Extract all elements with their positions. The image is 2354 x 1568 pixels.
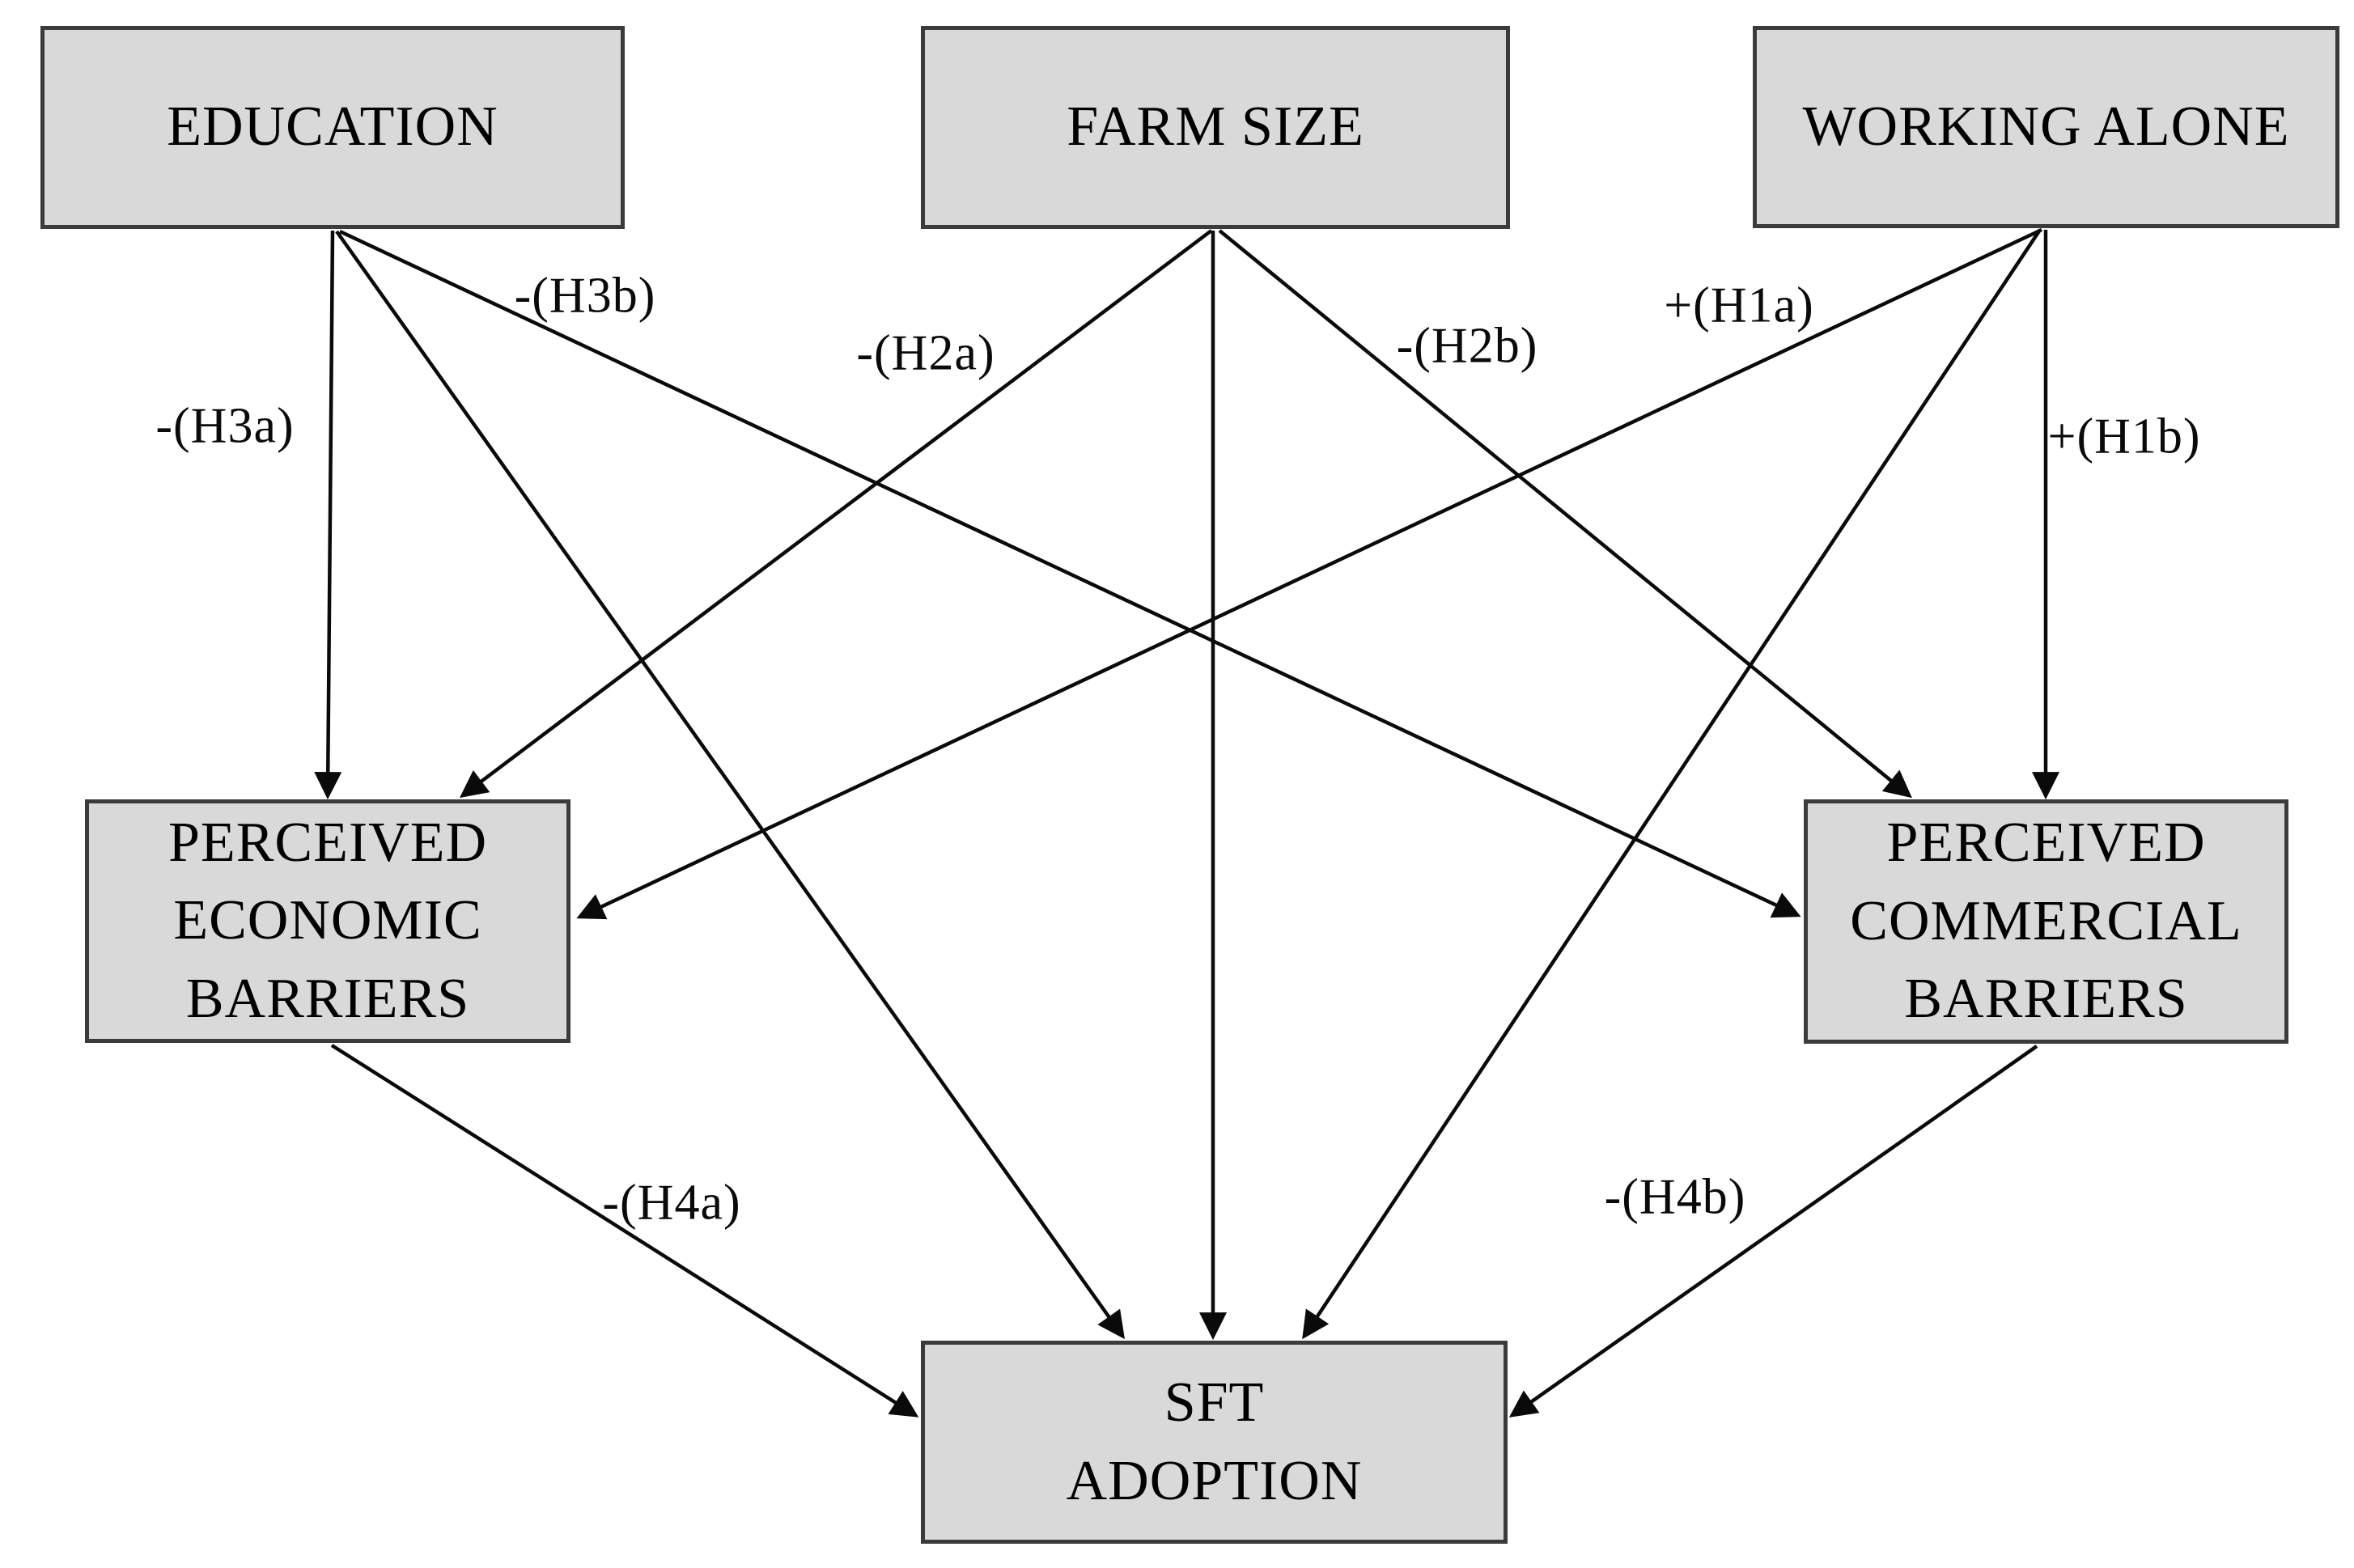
node-working-alone-label: WORKING ALONE: [1802, 95, 2290, 158]
arrow-working-alone-to-sft-adoption: [1302, 228, 2042, 1340]
arrow-working-alone-to-economic-barriers: [576, 227, 2042, 920]
node-farm-size: FARM SIZE: [921, 26, 1510, 229]
node-perceived-economic-barriers-label: PERCEIVED ECONOMIC BARRIERS: [168, 811, 487, 1030]
arrow-commercial-barriers-to-sft-adoption: [1508, 1045, 2038, 1418]
node-farm-size-label: FARM SIZE: [1067, 95, 1364, 159]
node-perceived-commercial-barriers-label: PERCEIVED COMMERCIAL BARRIERS: [1850, 812, 2242, 1031]
node-sft-adoption: SFT ADOPTION: [921, 1341, 1508, 1544]
edge-label-h3a: -(H3a): [155, 398, 295, 454]
edge-label-h3b: -(H3b): [514, 268, 656, 324]
arrow-farm-size-to-economic-barriers: [459, 229, 1213, 799]
edge-label-h4a: -(H4a): [602, 1175, 741, 1231]
node-perceived-economic-barriers: PERCEIVED ECONOMIC BARRIERS: [85, 799, 570, 1043]
edge-label-h2a: -(H2a): [856, 325, 995, 381]
node-education-label: EDUCATION: [167, 95, 498, 159]
edge-label-h1a: +(H1a): [1664, 278, 1814, 333]
node-education: EDUCATION: [40, 26, 625, 229]
node-sft-adoption-label: SFT ADOPTION: [1066, 1371, 1363, 1512]
edge-label-h1b: +(H1b): [2047, 409, 2201, 464]
arrow-economic-barriers-to-sft-adoption: [330, 1044, 919, 1418]
edge-label-h4b: -(H4b): [1604, 1169, 1746, 1225]
node-perceived-commercial-barriers: PERCEIVED COMMERCIAL BARRIERS: [1804, 799, 2288, 1044]
arrow-farm-size-to-commercial-barriers: [1218, 229, 1912, 799]
node-working-alone: WORKING ALONE: [1753, 26, 2339, 228]
edge-label-h2b: -(H2b): [1396, 318, 1538, 374]
arrow-education-to-economic-barriers: [314, 230, 342, 800]
arrow-education-to-commercial-barriers: [339, 229, 1801, 918]
arrow-education-to-sft-adoption: [335, 230, 1125, 1340]
